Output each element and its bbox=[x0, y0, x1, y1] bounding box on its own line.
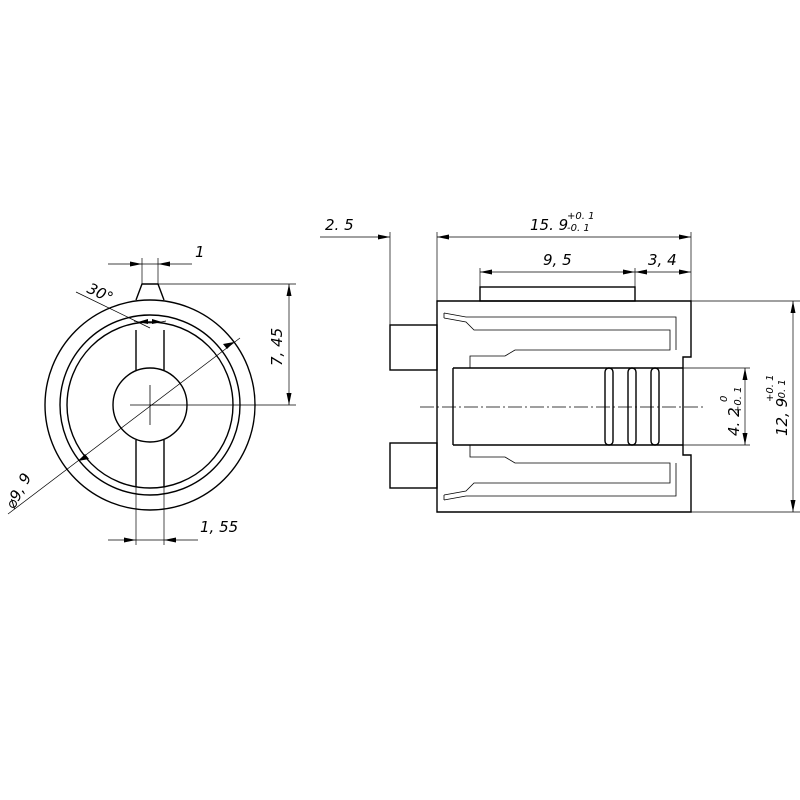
dim-outer-label: 12, 9 bbox=[773, 398, 791, 436]
top-block bbox=[479, 286, 636, 302]
front-view: 1 30° 7, 45 ⌀9, 9 bbox=[2, 243, 296, 545]
body-outline bbox=[436, 300, 692, 513]
dim-flange: 2. 5 bbox=[320, 216, 449, 325]
dim-tip-width-label: 1 bbox=[195, 243, 205, 261]
dim-diameter: ⌀9, 9 bbox=[2, 337, 241, 515]
dim-height: 7, 45 bbox=[150, 283, 296, 406]
grip-ribs bbox=[604, 367, 660, 446]
dim-diameter-label: ⌀9, 9 bbox=[2, 470, 36, 512]
dim-length-tol-upper: +0. 1 bbox=[567, 211, 594, 222]
dim-length: 15. 9 +0. 1 -0. 1 bbox=[437, 211, 692, 301]
dim-end-length: 3, 4 bbox=[635, 251, 691, 275]
dim-inner-length-label: 9, 5 bbox=[543, 251, 572, 269]
side-view: 2. 5 15. 9 +0. 1 -0. 1 9, 5 3, 4 bbox=[320, 211, 800, 513]
dim-outer-tol-lower: -0. 1 bbox=[777, 379, 788, 402]
flange-stud-bottom bbox=[389, 442, 438, 489]
upper-sleeve bbox=[443, 317, 671, 369]
dim-length-label: 15. 9 bbox=[530, 216, 568, 234]
dim-tip-width: 1 bbox=[108, 243, 205, 284]
dim-inner-length: 9, 5 bbox=[479, 251, 691, 287]
dim-angle-label: 30° bbox=[84, 279, 116, 307]
dim-height-label: 7, 45 bbox=[268, 328, 286, 366]
flange-stud-top bbox=[389, 324, 438, 371]
dim-end-length-label: 3, 4 bbox=[648, 251, 677, 269]
dim-slot-width: 1, 55 bbox=[108, 487, 238, 545]
dim-bore-tol-upper: 0 bbox=[719, 396, 730, 402]
dim-bore-label: 4. 2 bbox=[725, 407, 743, 436]
dim-outer-tol-upper: +0. 1 bbox=[765, 375, 776, 402]
dim-outer: 12, 9 +0. 1 -0. 1 bbox=[691, 300, 800, 513]
dim-flange-label: 2. 5 bbox=[325, 216, 354, 234]
dim-bore: 4. 2 0 +0. 1 bbox=[683, 367, 750, 446]
pointer-tip bbox=[135, 283, 165, 301]
dim-slot-width-label: 1, 55 bbox=[200, 518, 238, 536]
dim-bore-tol-lower: +0. 1 bbox=[733, 387, 744, 414]
dim-length-tol-lower: -0. 1 bbox=[567, 223, 590, 234]
lower-sleeve bbox=[443, 444, 671, 496]
